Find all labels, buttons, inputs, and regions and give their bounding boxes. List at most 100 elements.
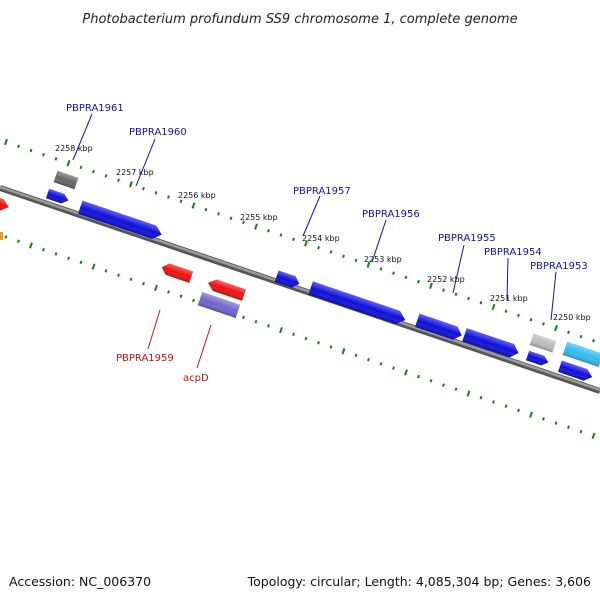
minor-tick bbox=[104, 269, 108, 273]
minor-tick bbox=[317, 341, 320, 345]
major-tick bbox=[129, 181, 133, 188]
forward-strand-features bbox=[0, 170, 600, 383]
major-tick bbox=[341, 348, 346, 355]
minor-tick bbox=[454, 292, 458, 297]
scale-labels: 2258 kbp 2257 kbp 2256 kbp 2255 kbp 2254… bbox=[55, 144, 591, 322]
minor-tick bbox=[579, 429, 583, 434]
scale-label: 2253 kbp bbox=[364, 255, 402, 264]
gene-label-pbpra1953[interactable]: PBPRA1953 bbox=[530, 261, 588, 272]
gene-label-pbpra1959[interactable]: PBPRA1959 bbox=[116, 353, 174, 364]
scale-label: 2252 kbp bbox=[427, 275, 465, 284]
minor-tick bbox=[142, 281, 145, 286]
minor-tick bbox=[467, 296, 470, 301]
gene-feature-pseudo[interactable] bbox=[529, 333, 557, 353]
minor-tick bbox=[504, 404, 508, 408]
minor-tick bbox=[117, 178, 120, 182]
major-tick bbox=[279, 326, 283, 334]
minor-tick bbox=[554, 421, 558, 425]
reverse-strand-features bbox=[0, 232, 246, 319]
major-tick bbox=[554, 324, 558, 332]
map-title: Photobacterium profundum SS9 chromosome … bbox=[82, 12, 517, 27]
minor-tick bbox=[267, 324, 270, 328]
minor-tick bbox=[242, 315, 245, 320]
minor-tick bbox=[179, 294, 183, 298]
minor-tick bbox=[204, 207, 208, 212]
gene-feature-highlighted[interactable] bbox=[562, 341, 600, 368]
minor-tick bbox=[354, 353, 358, 358]
minor-tick bbox=[329, 345, 333, 349]
gene-feature[interactable] bbox=[415, 313, 464, 342]
minor-tick bbox=[17, 144, 20, 149]
minor-tick bbox=[367, 357, 370, 362]
major-tick bbox=[591, 432, 596, 439]
scale-label: 2255 kbp bbox=[240, 213, 278, 222]
minor-tick bbox=[29, 148, 33, 153]
minor-tick bbox=[4, 235, 8, 239]
minor-tick bbox=[92, 169, 95, 174]
gene-feature[interactable] bbox=[78, 200, 164, 242]
gene-feature-partial[interactable] bbox=[0, 232, 3, 240]
gene-label-pbpra1955[interactable]: PBPRA1955 bbox=[438, 233, 496, 244]
minor-tick bbox=[117, 273, 120, 277]
minor-tick bbox=[404, 275, 408, 280]
leader-line bbox=[302, 195, 321, 237]
major-tick bbox=[466, 390, 471, 397]
gene-feature-rna[interactable] bbox=[53, 170, 79, 190]
minor-tick bbox=[192, 298, 195, 303]
minor-tick bbox=[79, 165, 83, 170]
major-tick bbox=[529, 411, 533, 418]
leader-line bbox=[506, 257, 509, 301]
gene-label-pbpra1954[interactable]: PBPRA1954 bbox=[484, 247, 542, 258]
minor-tick bbox=[329, 250, 333, 254]
scale-label: 2250 kbp bbox=[553, 313, 591, 322]
minor-tick bbox=[42, 152, 45, 157]
gene-feature-partial[interactable] bbox=[0, 195, 11, 212]
gene-feature-acpd[interactable] bbox=[197, 291, 241, 319]
accession-text: Accession: NC_006370 bbox=[9, 574, 151, 589]
minor-tick bbox=[54, 252, 58, 256]
major-tick bbox=[254, 223, 258, 230]
minor-tick bbox=[579, 334, 583, 339]
gene-feature[interactable] bbox=[45, 188, 70, 206]
minor-tick bbox=[167, 195, 170, 199]
minor-tick bbox=[429, 379, 433, 383]
gene-feature[interactable] bbox=[525, 350, 550, 368]
minor-tick bbox=[454, 387, 458, 392]
gene-feature[interactable] bbox=[274, 270, 302, 289]
minor-tick bbox=[154, 191, 158, 195]
minor-tick bbox=[379, 267, 383, 271]
minor-tick bbox=[492, 400, 495, 404]
minor-tick bbox=[567, 330, 570, 335]
minor-tick bbox=[104, 174, 108, 178]
inner-tick-track bbox=[4, 235, 596, 439]
leader-line bbox=[196, 324, 212, 369]
minor-tick bbox=[317, 246, 320, 250]
minor-tick bbox=[379, 362, 383, 366]
gene-label-pbpra1957[interactable]: PBPRA1957 bbox=[293, 186, 351, 197]
gene-feature[interactable] bbox=[462, 328, 520, 360]
gene-label-acpd[interactable]: acpD bbox=[183, 373, 209, 384]
minor-tick bbox=[42, 247, 45, 252]
reverse-gene-labels: PBPRA1959 acpD bbox=[116, 309, 212, 384]
minor-tick bbox=[179, 199, 183, 203]
gene-feature[interactable] bbox=[308, 281, 407, 326]
major-tick bbox=[66, 160, 71, 167]
genome-summary-text: Topology: circular; Length: 4,085,304 bp… bbox=[247, 574, 591, 589]
major-tick bbox=[91, 263, 96, 270]
gene-label-pbpra1960[interactable]: PBPRA1960 bbox=[129, 127, 187, 138]
minor-tick bbox=[392, 271, 395, 275]
major-tick bbox=[491, 303, 496, 311]
minor-tick bbox=[242, 220, 245, 225]
minor-tick bbox=[592, 339, 595, 343]
gene-label-pbpra1956[interactable]: PBPRA1956 bbox=[362, 209, 420, 220]
major-tick bbox=[366, 261, 371, 268]
gene-feature-reverse[interactable] bbox=[206, 277, 246, 301]
scale-label: 2257 kbp bbox=[116, 168, 154, 177]
gene-feature-reverse[interactable] bbox=[160, 262, 194, 283]
minor-tick bbox=[142, 186, 145, 191]
major-tick bbox=[304, 240, 308, 247]
gene-label-pbpra1961[interactable]: PBPRA1961 bbox=[66, 103, 124, 114]
leader-line bbox=[135, 138, 156, 187]
gene-feature[interactable] bbox=[558, 360, 594, 383]
